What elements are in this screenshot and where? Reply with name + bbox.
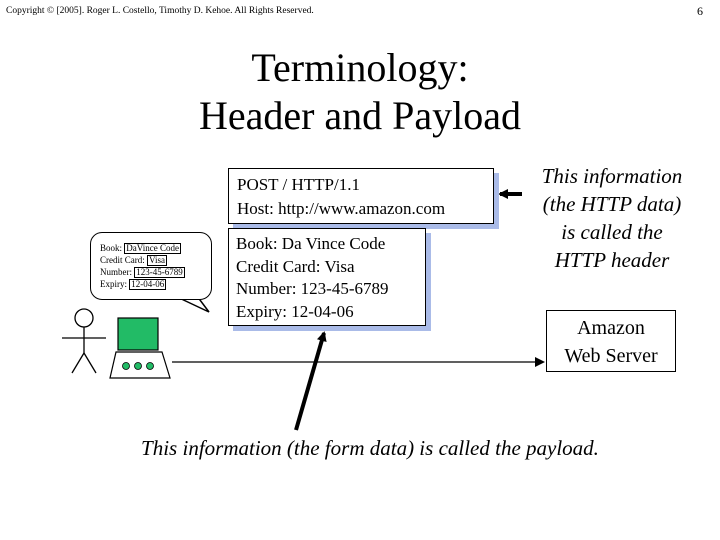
payload-line-3: Number: 123-45-6789 — [236, 279, 389, 298]
bubble-card-field: Visa — [147, 255, 167, 266]
http-note-line-4: HTTP header — [554, 248, 670, 272]
http-request-line: POST / HTTP/1.1 — [237, 175, 360, 194]
http-host-line: Host: http://www.amazon.com — [237, 199, 446, 218]
payload-note: This information (the form data) is call… — [141, 436, 599, 460]
copyright-notice: Copyright © [2005]. Roger L. Costello, T… — [6, 6, 314, 16]
payload-box: Book: Da Vince Code Credit Card: Visa Nu… — [228, 228, 426, 326]
title-line-1: Terminology: — [251, 45, 469, 90]
web-server-box: Amazon Web Server — [546, 310, 676, 372]
laptop-icon — [109, 317, 171, 379]
http-header-box: POST / HTTP/1.1 Host: http://www.amazon.… — [228, 168, 494, 224]
bubble-expiry-row: Expiry: 12-04-06 — [100, 278, 185, 290]
speech-bubble — [90, 232, 212, 300]
page-number: 6 — [697, 4, 703, 18]
payload-line-4: Expiry: 12-04-06 — [236, 301, 354, 321]
bubble-book-row: Book: DaVince Code — [100, 242, 185, 254]
stick-figure-icon — [62, 308, 106, 374]
bubble-card-label: Credit Card: — [100, 255, 145, 265]
http-header-note: This information (the HTTP data) is call… — [526, 162, 698, 274]
title-line-2: Header and Payload — [198, 93, 522, 138]
bubble-number-field: 123-45-6789 — [134, 267, 185, 278]
server-line-1: Amazon — [577, 317, 645, 339]
bubble-book-field: DaVince Code — [124, 243, 181, 254]
payload-line-1: Book: Da Vince Code — [236, 234, 386, 253]
bubble-form-data: Book: DaVince Code Credit Card: Visa Num… — [100, 242, 185, 290]
bubble-number-label: Number: — [100, 267, 132, 277]
payload-note-arrow — [294, 331, 327, 431]
payload-line-2: Credit Card: Visa — [236, 256, 355, 276]
http-note-line-2: (the HTTP data) — [542, 192, 682, 216]
http-note-line-1: This information — [541, 164, 683, 188]
http-note-line-3: is called the — [561, 220, 663, 244]
bubble-expiry-field: 12-04-06 — [129, 279, 167, 290]
slide-title: Terminology: Header and Payload — [0, 44, 720, 140]
bubble-card-row: Credit Card: Visa — [100, 254, 185, 266]
bubble-book-label: Book: — [100, 243, 123, 253]
server-line-2: Web Server — [564, 345, 658, 367]
bubble-number-row: Number: 123-45-6789 — [100, 266, 185, 278]
bubble-expiry-label: Expiry: — [100, 279, 127, 289]
